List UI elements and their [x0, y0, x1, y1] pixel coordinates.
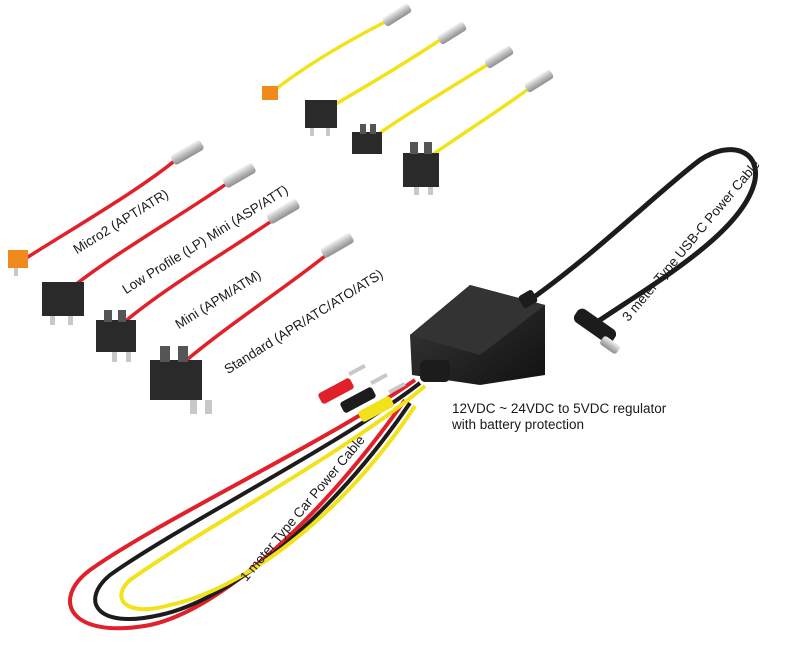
usb-c-cable: [527, 147, 758, 354]
regulator-label-line2: with battery protection: [452, 417, 585, 432]
regulator-label-line1: 12VDC ~ 24VDC to 5VDC regulator: [452, 401, 667, 416]
yellow-fuse-taps: [262, 3, 554, 195]
regulator-box: [410, 285, 545, 385]
red-fuse-taps: [8, 140, 354, 414]
car-power-cable: [68, 364, 427, 631]
